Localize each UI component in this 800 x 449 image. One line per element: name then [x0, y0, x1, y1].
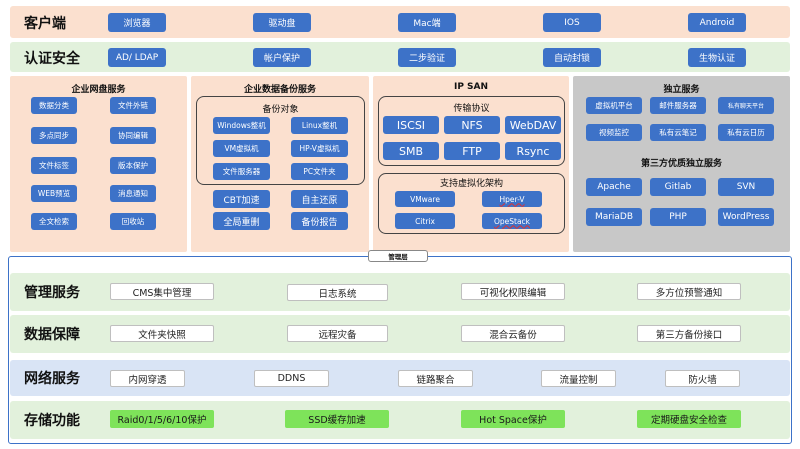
cloud-disk-right-item[interactable]: 消息通知 — [110, 185, 156, 202]
ipsan-title: IP SAN — [453, 82, 489, 92]
third-party-item[interactable]: SVN — [718, 178, 774, 196]
network-item[interactable]: 流量控制 — [541, 370, 616, 387]
backup-target-item[interactable]: 文件服务器 — [213, 163, 270, 180]
cloud-disk-left-item[interactable]: 文件标签 — [31, 157, 77, 174]
backup-targets-box: 备份对象 — [196, 96, 365, 185]
protocol-item[interactable]: ISCSI — [383, 116, 439, 134]
backup-target-item[interactable]: HP-V虚拟机 — [291, 140, 348, 157]
network-title: 网络服务 — [24, 371, 80, 387]
auth-account-protect-button[interactable]: 帐户保护 — [253, 48, 311, 67]
third-party-item[interactable]: PHP — [650, 208, 706, 226]
client-ios-button[interactable]: IOS — [543, 13, 601, 32]
third-party-title: 第三方优质独立服务 — [640, 159, 722, 169]
protection-item[interactable]: 第三方备份接口 — [637, 325, 741, 342]
auth-biometric-button[interactable]: 生物认证 — [688, 48, 746, 67]
management-title: 管理服务 — [24, 285, 80, 301]
network-item[interactable]: 内网穿透 — [110, 370, 185, 387]
backup-title: 企业数据备份服务 — [243, 85, 316, 95]
protocol-item[interactable]: SMB — [383, 142, 439, 160]
protection-title: 数据保障 — [24, 327, 80, 343]
storage-item[interactable]: 定期硬盘安全检查 — [637, 410, 741, 428]
network-item[interactable]: DDNS — [254, 370, 329, 387]
protocol-item[interactable]: FTP — [444, 142, 500, 160]
cloud-disk-right-item[interactable]: 协同编辑 — [110, 127, 156, 144]
storage-item[interactable]: SSD缓存加速 — [285, 410, 389, 428]
protection-item[interactable]: 混合云备份 — [461, 325, 565, 342]
independent-title: 独立服务 — [663, 85, 700, 95]
backup-feature-item[interactable]: CBT加速 — [213, 190, 270, 208]
auth-ldap-button[interactable]: AD/ LDAP — [108, 48, 166, 67]
independent-item[interactable]: 私有聊天平台 — [718, 97, 774, 114]
client-drive-button[interactable]: 驱动盘 — [253, 13, 311, 32]
backup-target-item[interactable]: VM虚拟机 — [213, 140, 270, 157]
independent-item[interactable]: 邮件服务器 — [650, 97, 706, 114]
independent-item[interactable]: 私有云日历 — [718, 124, 774, 141]
third-party-item[interactable]: Gitlab — [650, 178, 706, 196]
virt-item[interactable]: Citrix — [395, 213, 455, 229]
cloud-disk-right-item[interactable]: 文件外链 — [110, 97, 156, 114]
backup-feature-item[interactable]: 备份报告 — [291, 212, 348, 230]
management-layer-tag: 管理层 — [368, 250, 428, 262]
virt-item[interactable]: VMware — [395, 191, 455, 207]
storage-title: 存储功能 — [24, 413, 80, 429]
cloud-disk-left-item[interactable]: 全文检索 — [31, 213, 77, 230]
independent-item[interactable]: 私有云笔记 — [650, 124, 706, 141]
independent-item[interactable]: 视频监控 — [586, 124, 642, 141]
third-party-item[interactable]: WordPress — [718, 208, 774, 226]
management-item[interactable]: CMS集中管理 — [110, 283, 214, 300]
cloud-disk-left-item[interactable]: 数据分类 — [31, 97, 77, 114]
protection-item[interactable]: 远程灾备 — [287, 325, 388, 342]
client-browser-button[interactable]: 浏览器 — [108, 13, 166, 32]
client-title: 客户端 — [24, 16, 66, 32]
storage-item[interactable]: Hot Space保护 — [461, 410, 565, 428]
third-party-item[interactable]: MariaDB — [586, 208, 642, 226]
ipsan-protocol-title: 传输协议 — [453, 104, 490, 114]
ipsan-virt-title: 支持虚拟化架构 — [439, 179, 503, 189]
backup-target-item[interactable]: PC文件夹 — [291, 163, 348, 180]
cloud-disk-left-item[interactable]: 多点同步 — [31, 127, 77, 144]
management-item[interactable]: 可视化权限编辑 — [461, 283, 565, 300]
third-party-item[interactable]: Apache — [586, 178, 642, 196]
virt-item[interactable]: OpeStack — [482, 213, 542, 229]
auth-auto-lock-button[interactable]: 自动封锁 — [543, 48, 601, 67]
protocol-item[interactable]: WebDAV — [505, 116, 561, 134]
cloud-disk-title: 企业网盘服务 — [71, 85, 126, 95]
ipsan-virt-box: 支持虚拟化架构 — [378, 173, 565, 234]
client-mac-button[interactable]: Mac端 — [398, 13, 456, 32]
backup-feature-item[interactable]: 全局重删 — [213, 212, 270, 230]
network-item[interactable]: 链路聚合 — [398, 370, 473, 387]
backup-target-item[interactable]: Windows整机 — [213, 117, 270, 134]
ipsan-protocol-box: 传输协议 — [378, 96, 565, 166]
network-item[interactable]: 防火墙 — [665, 370, 740, 387]
cloud-disk-right-item[interactable]: 回收站 — [110, 213, 156, 230]
virt-item[interactable]: Hper-V — [482, 191, 542, 207]
protocol-item[interactable]: Rsync — [505, 142, 561, 160]
cloud-disk-left-item[interactable]: WEB预览 — [31, 185, 77, 202]
protection-item[interactable]: 文件夹快照 — [110, 325, 214, 342]
backup-target-item[interactable]: Linux整机 — [291, 117, 348, 134]
protocol-item[interactable]: NFS — [444, 116, 500, 134]
auth-title: 认证安全 — [24, 51, 80, 67]
backup-feature-item[interactable]: 自主还原 — [291, 190, 348, 208]
management-item[interactable]: 多方位预警通知 — [637, 283, 741, 300]
auth-two-step-button[interactable]: 二步验证 — [398, 48, 456, 67]
independent-item[interactable]: 虚拟机平台 — [586, 97, 642, 114]
cloud-disk-right-item[interactable]: 版本保护 — [110, 157, 156, 174]
management-item[interactable]: 日志系统 — [287, 284, 388, 301]
storage-item[interactable]: Raid0/1/5/6/10保护 — [110, 410, 214, 428]
backup-targets-title: 备份对象 — [262, 105, 299, 115]
client-android-button[interactable]: Android — [688, 13, 746, 32]
